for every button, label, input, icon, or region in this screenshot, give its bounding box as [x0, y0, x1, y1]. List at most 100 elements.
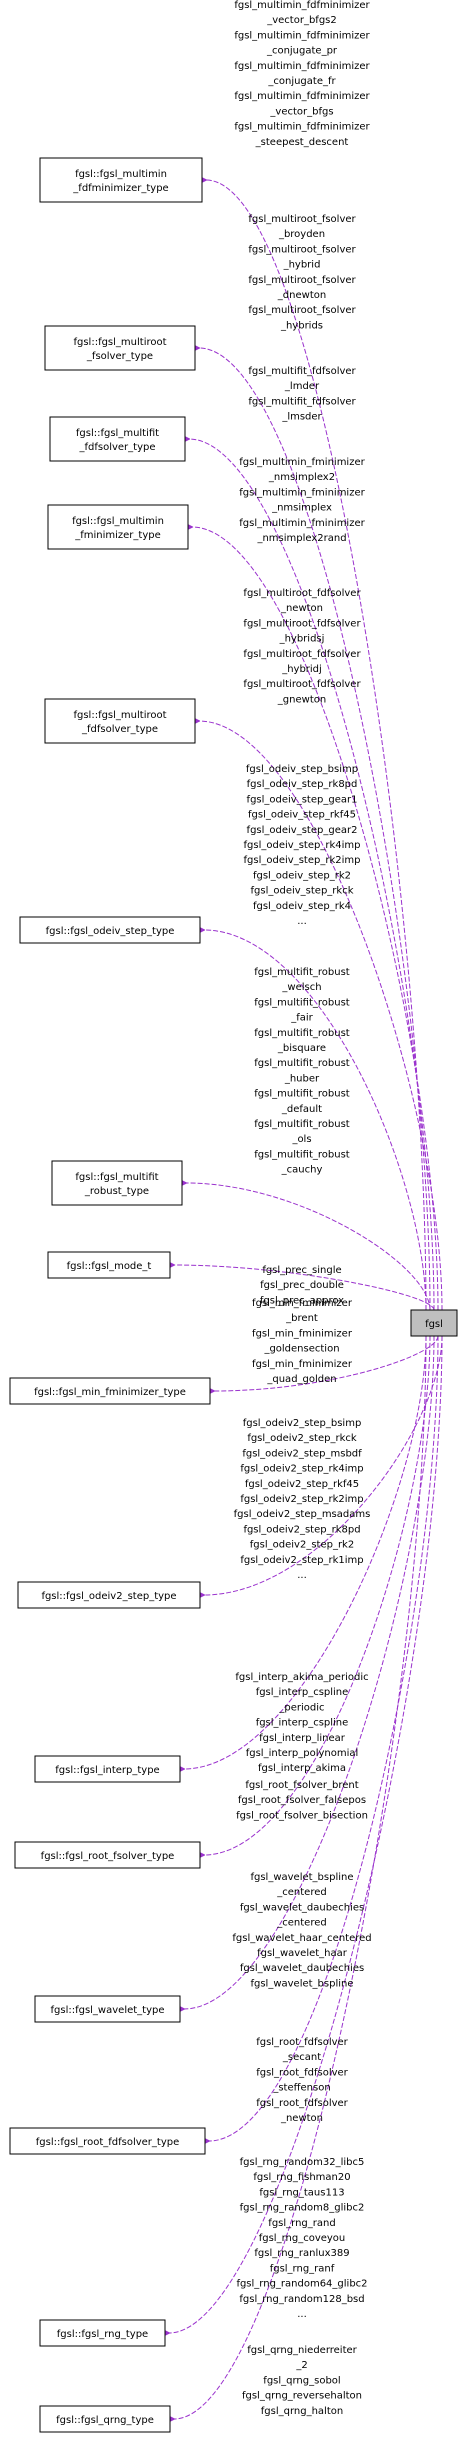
- node-label[interactable]: fgsl::fgsl_wavelet_type: [50, 2005, 164, 2016]
- edge-label-line: fgsl_rng_fishman20: [253, 2172, 350, 2183]
- node-10[interactable]: fgsl::fgsl_interp_type: [34, 1755, 181, 1783]
- focus-node-label[interactable]: fgsl: [425, 1319, 443, 1330]
- edge-label-1: fgsl_multiroot_fsolver_broydenfgsl_multi…: [248, 214, 356, 331]
- node-8[interactable]: fgsl::fgsl_min_fminimizer_type: [9, 1377, 211, 1405]
- node-box[interactable]: [44, 698, 196, 744]
- edge-label-11: fgsl_root_fsolver_brentfgsl_root_fsolver…: [236, 1780, 368, 1821]
- edge-label-line: fgsl_multiroot_fsolver: [248, 305, 356, 316]
- edge-label-line: fgsl_root_fsolver_bisection: [236, 1810, 368, 1821]
- node-label[interactable]: fgsl::fgsl_mode_t: [67, 1261, 152, 1272]
- node-box[interactable]: [17, 1581, 201, 1609]
- node-box[interactable]: [9, 1377, 211, 1405]
- edge-label-line: _conjugate_fr: [267, 76, 336, 87]
- node-label[interactable]: fgsl::fgsl_rng_type: [57, 2329, 148, 2340]
- node-12[interactable]: fgsl::fgsl_wavelet_type: [34, 1995, 181, 2023]
- focus-node[interactable]: fgsl: [410, 1309, 458, 1337]
- node-box[interactable]: [34, 1755, 181, 1783]
- node-label[interactable]: fgsl::fgsl_multifit: [76, 428, 159, 439]
- focus-node-box[interactable]: [410, 1309, 458, 1337]
- node-label[interactable]: fgsl::fgsl_multifit: [75, 1172, 158, 1183]
- edge-label-line: _conjugate_pr: [266, 46, 338, 57]
- node-5[interactable]: fgsl::fgsl_odeiv_step_type: [19, 916, 201, 944]
- node-3[interactable]: fgsl::fgsl_multimin_fminimizer_type: [47, 504, 189, 550]
- edge-label-line: fgsl_odeiv2_step_rk4imp: [240, 1464, 363, 1475]
- node-label[interactable]: _fsolver_type: [86, 351, 153, 362]
- node-box[interactable]: [19, 916, 201, 944]
- node-label[interactable]: fgsl::fgsl_multimin: [72, 516, 164, 527]
- node-box[interactable]: [34, 1995, 181, 2023]
- edge-label-line: ...: [297, 2309, 307, 2320]
- edge-label-line: fgsl_rng_random8_glibc2: [240, 2203, 365, 2214]
- node-label[interactable]: _fdfsolver_type: [81, 724, 158, 735]
- edge-label-line: fgsl_rng_ranf: [270, 2263, 335, 2274]
- node-1[interactable]: fgsl::fgsl_multiroot_fsolver_type: [44, 325, 196, 371]
- node-label[interactable]: fgsl::fgsl_multimin: [75, 169, 167, 180]
- edge-label-line: fgsl_odeiv_step_gear2: [247, 825, 358, 836]
- node-2[interactable]: fgsl::fgsl_multifit_fdfsolver_type: [49, 416, 186, 462]
- edge-label-line: fgsl_interp_cspline: [256, 1687, 349, 1698]
- edge-label-line: fgsl_wavelet_haar_centered: [232, 1933, 371, 1944]
- node-0[interactable]: fgsl::fgsl_multimin_fdfminimizer_type: [39, 157, 203, 203]
- node-9[interactable]: fgsl::fgsl_odeiv2_step_type: [17, 1581, 201, 1609]
- edges: [169, 180, 443, 2419]
- node-label[interactable]: _fdfminimizer_type: [72, 183, 168, 194]
- node-7[interactable]: fgsl::fgsl_mode_t: [47, 1251, 171, 1279]
- node-box[interactable]: [9, 2127, 206, 2155]
- edge-labels: fgsl_multimin_fdfminimizer_vector_bfgs2f…: [232, 0, 371, 2417]
- edge-label-line: fgsl_multiroot_fdfsolver: [243, 588, 361, 599]
- edge-label-7: fgsl_prec_singlefgsl_prec_doublefgsl_pre…: [260, 1265, 344, 1306]
- edge-label-line: _goldensection: [263, 1344, 339, 1355]
- edge-label-line: fgsl_multimin_fminimizer: [239, 457, 365, 468]
- node-label[interactable]: fgsl::fgsl_root_fsolver_type: [41, 1851, 175, 1862]
- node-label[interactable]: _fminimizer_type: [74, 530, 161, 541]
- edge-0: [206, 180, 427, 1311]
- node-label[interactable]: fgsl::fgsl_min_fminimizer_type: [34, 1387, 186, 1398]
- edge-label-line: fgsl_interp_akima: [258, 1763, 346, 1774]
- edge-label-line: fgsl_odeiv2_step_bsimp: [243, 1418, 362, 1429]
- node-box[interactable]: [51, 1160, 183, 1206]
- node-label[interactable]: fgsl::fgsl_qrng_type: [56, 2415, 154, 2426]
- node-box[interactable]: [39, 2405, 171, 2433]
- node-4[interactable]: fgsl::fgsl_multiroot_fdfsolver_type: [44, 698, 196, 744]
- node-label[interactable]: fgsl::fgsl_odeiv_step_type: [46, 926, 175, 937]
- edge-label-8: fgsl_min_fminimizer_brentfgsl_min_fminim…: [252, 1298, 353, 1385]
- node-label[interactable]: _fdfsolver_type: [78, 442, 155, 453]
- node-label[interactable]: fgsl::fgsl_root_fdfsolver_type: [36, 2137, 180, 2148]
- node-box[interactable]: [47, 504, 189, 550]
- edge-label-10: fgsl_interp_akima_periodicfgsl_interp_cs…: [235, 1672, 368, 1774]
- node-box[interactable]: [44, 325, 196, 371]
- node-label[interactable]: _robust_type: [84, 1186, 149, 1197]
- nodes: fgsl::fgsl_multimin_fdfminimizer_typefgs…: [9, 157, 211, 2433]
- node-6[interactable]: fgsl::fgsl_multifit_robust_type: [51, 1160, 183, 1206]
- node-11[interactable]: fgsl::fgsl_root_fsolver_type: [14, 1841, 201, 1869]
- edge-label-line: fgsl_multimin_fdfminimizer: [234, 61, 370, 72]
- edge-label-line: fgsl_wavelet_haar: [257, 1948, 348, 1959]
- node-box[interactable]: [39, 2319, 166, 2347]
- node-label[interactable]: fgsl::fgsl_odeiv2_step_type: [41, 1591, 176, 1602]
- node-13[interactable]: fgsl::fgsl_root_fdfsolver_type: [9, 2127, 206, 2155]
- edge-label-line: _lmsder: [281, 412, 322, 423]
- edge-label-line: _steffenson: [272, 2083, 330, 2094]
- edge-label-12: fgsl_wavelet_bspline_centeredfgsl_wavele…: [232, 1872, 371, 1989]
- node-box[interactable]: [39, 157, 203, 203]
- edge-13: [209, 1335, 439, 2141]
- edge-label-line: _centered: [276, 1918, 326, 1929]
- edge-label-line: fgsl_multifit_robust: [254, 967, 350, 978]
- edge-label-line: _cauchy: [281, 1165, 323, 1176]
- edge-label-line: _nmsimplex: [271, 503, 332, 514]
- edge-label-line: fgsl_odeiv2_step_rk1imp: [240, 1555, 363, 1566]
- edge-label-line: fgsl_multifit_robust: [254, 1058, 350, 1069]
- edge-label-line: fgsl_rng_ranlux389: [254, 2248, 349, 2259]
- edge-label-line: fgsl_interp_cspline: [256, 1718, 349, 1729]
- edge-10: [184, 1335, 427, 1769]
- edge-label-line: fgsl_rng_taus113: [259, 2187, 344, 2198]
- node-label[interactable]: fgsl::fgsl_multiroot: [73, 710, 166, 721]
- node-14[interactable]: fgsl::fgsl_rng_type: [39, 2319, 166, 2347]
- node-label[interactable]: fgsl::fgsl_interp_type: [55, 1765, 159, 1776]
- node-box[interactable]: [47, 1251, 171, 1279]
- node-label[interactable]: fgsl::fgsl_multiroot: [73, 337, 166, 348]
- node-box[interactable]: [49, 416, 186, 462]
- node-box[interactable]: [14, 1841, 201, 1869]
- node-15[interactable]: fgsl::fgsl_qrng_type: [39, 2405, 171, 2433]
- edge-label-line: fgsl_qrng_halton: [261, 2406, 343, 2417]
